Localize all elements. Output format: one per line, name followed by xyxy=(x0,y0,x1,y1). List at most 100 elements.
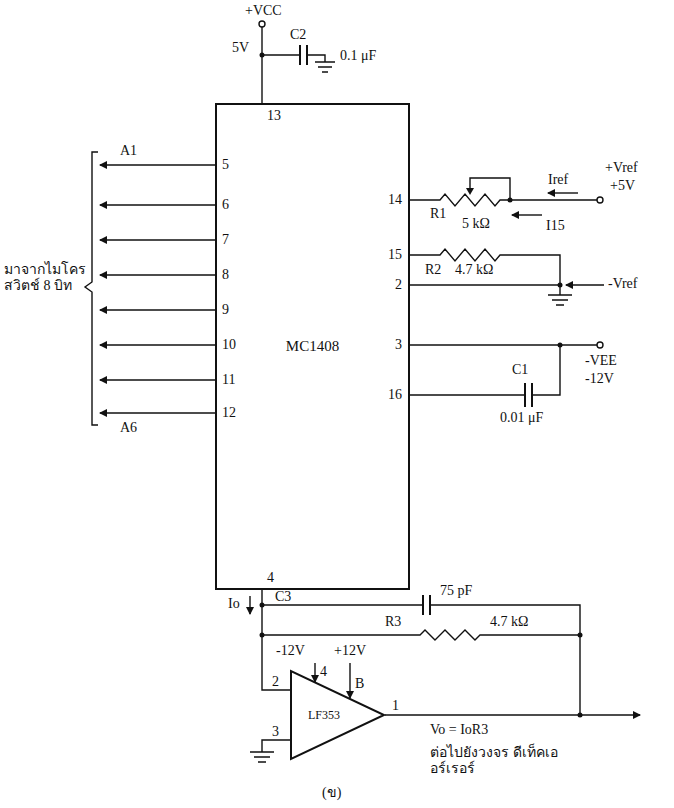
signal-name: A1 xyxy=(120,143,137,159)
part-value: 0.1 μF xyxy=(340,48,376,64)
capacitor-symbol xyxy=(410,345,560,395)
ground-symbol xyxy=(315,62,335,72)
resistor-symbol xyxy=(262,630,580,640)
pin-number: 15 xyxy=(388,247,402,263)
pin-number: 11 xyxy=(222,372,235,388)
junction-dot xyxy=(578,633,583,638)
input-wire xyxy=(100,344,215,345)
output-note: ต่อไปยังวงจร ดีเท็คเออร์เรอร์ xyxy=(430,745,560,777)
ground-symbol xyxy=(250,752,274,762)
resistor-symbol xyxy=(410,194,597,206)
resistor-symbol xyxy=(410,249,560,295)
supply-name: -VEE xyxy=(585,353,617,369)
figure-caption: (ข) xyxy=(322,785,341,801)
signal-wire xyxy=(262,590,290,690)
output-wire xyxy=(385,714,640,715)
voltage-value: -12V xyxy=(276,643,305,659)
resistor-symbol xyxy=(470,178,510,200)
current-arrow xyxy=(249,596,250,614)
input-wire xyxy=(262,740,290,752)
resistor-symbol xyxy=(410,284,560,285)
pin-number: 7 xyxy=(222,232,229,248)
pin-number: 16 xyxy=(388,387,402,403)
supply-wire xyxy=(259,21,265,27)
supply-wire xyxy=(349,663,350,698)
resistor-symbol xyxy=(410,178,603,206)
pin-number: 8 xyxy=(222,267,229,283)
junction-dot xyxy=(558,283,563,288)
output-formula: Vo = IoR3 xyxy=(430,722,488,738)
resistor-symbol xyxy=(597,197,603,203)
supply-wire xyxy=(314,663,315,682)
supply-wire xyxy=(597,342,603,348)
supply-wire xyxy=(259,21,265,103)
supply-name: +VCC xyxy=(245,3,282,19)
pin-number: 9 xyxy=(222,302,229,318)
current-name: I15 xyxy=(546,218,565,234)
voltage-value: +5V xyxy=(610,178,635,194)
part-value: 0.01 μF xyxy=(500,410,543,426)
current-arrow xyxy=(548,192,578,193)
part-name: C1 xyxy=(512,362,528,378)
opamp-outline xyxy=(291,671,384,759)
pin-number: 3 xyxy=(272,724,279,740)
current-name: Io xyxy=(228,596,240,612)
part-name: R3 xyxy=(385,614,401,630)
pin-number: 2 xyxy=(272,674,279,690)
pin-number: 3 xyxy=(395,337,402,353)
ground-symbol xyxy=(250,752,274,762)
resistor-symbol xyxy=(262,630,580,640)
junction-dot xyxy=(260,53,265,58)
part-name: R1 xyxy=(430,206,446,222)
supply-wire xyxy=(410,344,597,345)
part-value: 4.7 kΩ xyxy=(490,614,528,630)
input-wire xyxy=(100,239,215,240)
supply-wire xyxy=(410,342,603,348)
junction-dot xyxy=(466,188,474,195)
pin-number: B xyxy=(355,676,364,692)
pin-number: 14 xyxy=(388,192,402,208)
capacitor-symbol xyxy=(262,55,325,62)
current-name: Iref xyxy=(548,172,568,188)
input-wire xyxy=(100,412,215,413)
ground-symbol xyxy=(548,295,572,305)
capacitor-symbol xyxy=(525,383,532,407)
input-wire xyxy=(100,309,215,310)
junction-dot xyxy=(508,198,513,203)
pin-number: 4 xyxy=(320,664,327,680)
supply-name: +Vref xyxy=(605,160,638,176)
part-name: C3 xyxy=(275,589,291,605)
supply-name: -Vref xyxy=(608,276,637,292)
current-arrow xyxy=(566,284,604,285)
ic-chip: MC1408 xyxy=(215,103,410,590)
input-wire xyxy=(100,204,215,205)
bracket xyxy=(85,152,98,425)
part-name: R2 xyxy=(425,262,441,278)
output-wire xyxy=(385,714,640,715)
input-note: มาจากไมโคร สวิตช์ 8 บิท xyxy=(4,262,86,294)
pin-number: 10 xyxy=(222,337,236,353)
pin-number: 12 xyxy=(222,405,236,421)
voltage-value: +12V xyxy=(334,643,366,659)
opamp-triangle: LF353 xyxy=(290,670,385,760)
junction-dot xyxy=(578,713,583,718)
capacitor-symbol xyxy=(423,595,430,615)
input-wire xyxy=(100,379,215,380)
voltage-value: 5V xyxy=(232,40,249,56)
ground-symbol xyxy=(315,62,335,72)
capacitor-symbol xyxy=(300,45,307,65)
input-wire xyxy=(100,165,215,413)
part-value: 75 pF xyxy=(440,583,472,599)
voltage-value: -12V xyxy=(585,371,614,387)
input-wire xyxy=(100,164,215,165)
junction-dot xyxy=(558,343,563,348)
pin-number: 5 xyxy=(222,157,229,173)
part-value: 4.7 kΩ xyxy=(455,262,493,278)
signal-name: A6 xyxy=(120,420,137,436)
part-name: LF353 xyxy=(308,708,340,723)
current-arrow xyxy=(512,214,542,215)
input-wire xyxy=(100,274,215,275)
